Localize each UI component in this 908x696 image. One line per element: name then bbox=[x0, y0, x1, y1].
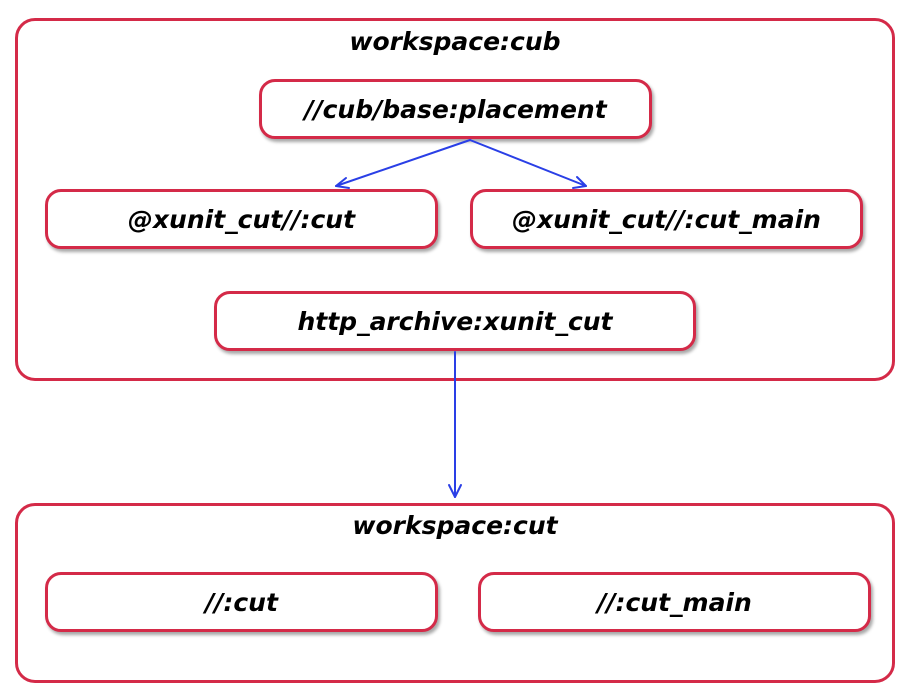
target-label: //:cut_main bbox=[597, 587, 752, 617]
target-xunit-cut[interactable]: @xunit_cut//:cut bbox=[45, 189, 438, 249]
target-label: @xunit_cut//:cut bbox=[127, 204, 356, 234]
target-xunit-cut-main[interactable]: @xunit_cut//:cut_main bbox=[470, 189, 863, 249]
target-label: @xunit_cut//:cut_main bbox=[512, 204, 821, 234]
target-label: http_archive:xunit_cut bbox=[297, 306, 613, 336]
target-cut-main[interactable]: //:cut_main bbox=[478, 572, 871, 632]
workspace-cub-title: workspace:cub bbox=[349, 27, 561, 56]
arrowhead-workspace-cut bbox=[448, 484, 462, 498]
target-label: //cub/base:placement bbox=[304, 94, 607, 124]
target-cut[interactable]: //:cut bbox=[45, 572, 438, 632]
target-label: //:cut bbox=[205, 587, 278, 617]
target-cub-base-placement[interactable]: //cub/base:placement bbox=[259, 79, 652, 139]
target-http-archive-xunit-cut[interactable]: http_archive:xunit_cut bbox=[214, 291, 696, 351]
workspace-cut-title: workspace:cut bbox=[352, 511, 558, 540]
